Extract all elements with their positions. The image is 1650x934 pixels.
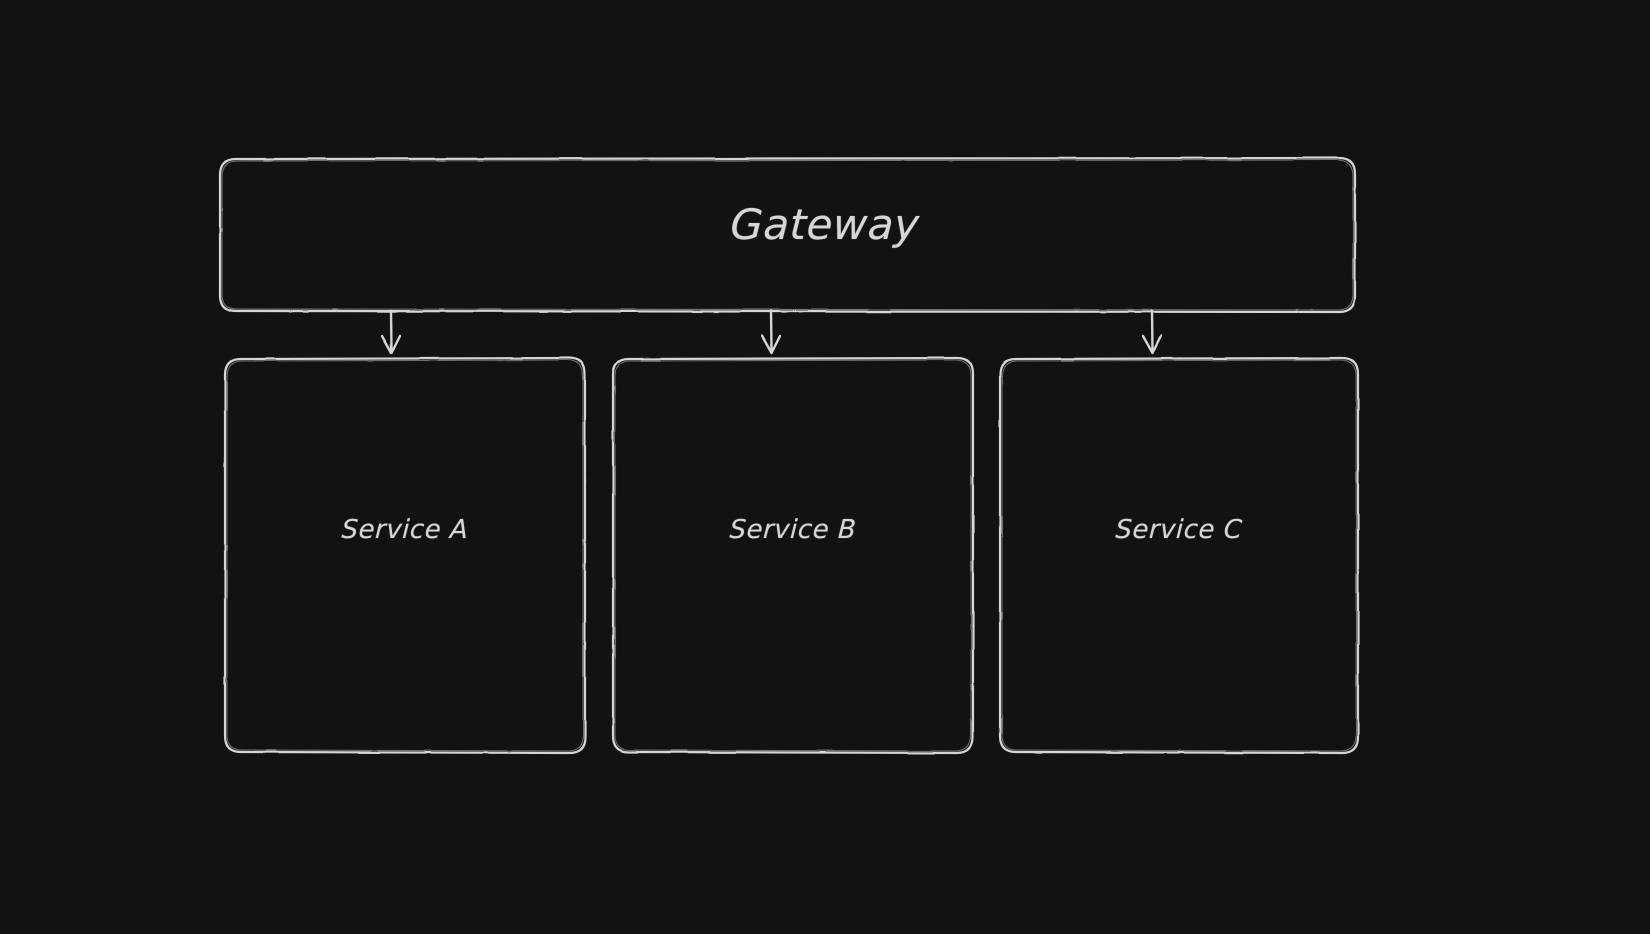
node-service-b-shape[interactable] [611, 356, 975, 755]
node-service-a-label: Service A [340, 515, 470, 545]
edge-gateway-service-c[interactable] [1141, 309, 1163, 355]
node-service-c-label: Service C [1114, 515, 1244, 545]
edge-gateway-service-b[interactable] [760, 309, 782, 355]
node-service-c-shape[interactable] [998, 356, 1360, 755]
node-service-b-label: Service B [728, 515, 858, 545]
node-gateway-label: Gateway [729, 200, 921, 249]
edge-gateway-service-a[interactable] [380, 309, 402, 355]
node-service-a-shape[interactable] [223, 356, 587, 755]
